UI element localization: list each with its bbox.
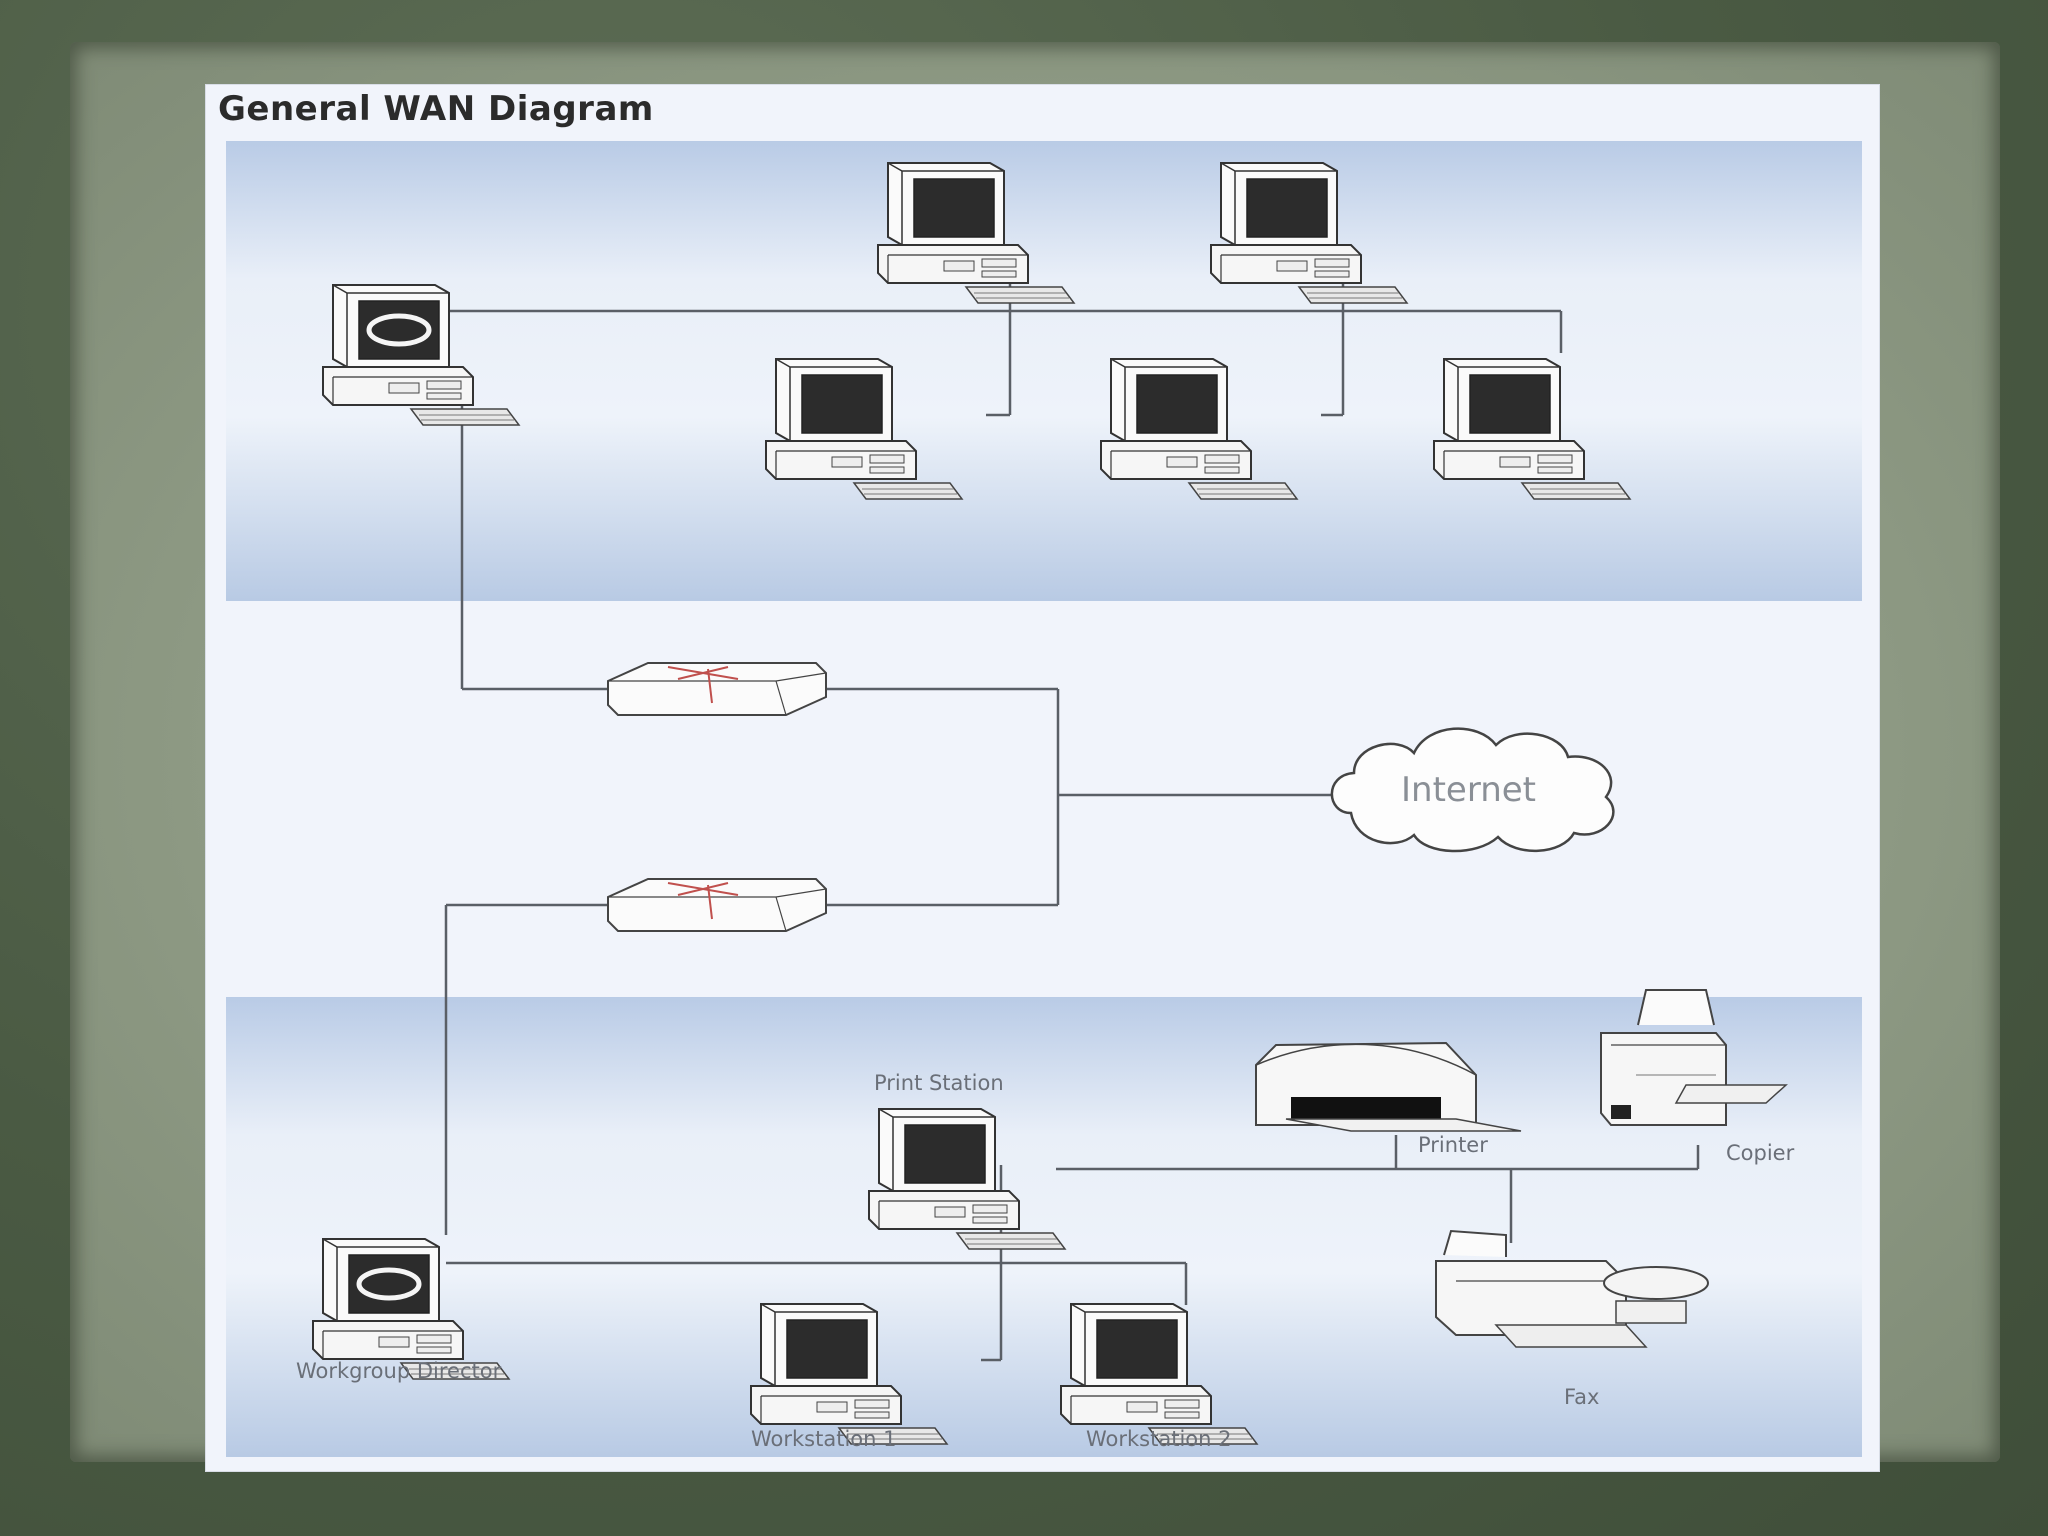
printer-label: Printer [1418, 1133, 1488, 1157]
workstation-1-label: Workstation 1 [751, 1427, 897, 1451]
print-station [868, 1108, 1066, 1250]
diagram-title: General WAN Diagram [218, 89, 654, 129]
internet-label: Internet [1401, 770, 1537, 810]
router-top [607, 662, 827, 716]
workgroup-director [313, 1239, 509, 1379]
copier-icon [1600, 989, 1788, 1126]
top-lan-wires [416, 281, 1563, 691]
wan-diagram: General WAN Diagram [205, 84, 1880, 1472]
wan-wires [444, 687, 1336, 1235]
top-workstation-3 [765, 358, 963, 500]
fax-label: Fax [1564, 1385, 1600, 1409]
fax-icon [1435, 1229, 1709, 1348]
bottom-lan-wires [446, 1135, 1700, 1362]
network-drawing [206, 162, 1788, 1445]
bottom-lan-band [226, 997, 1862, 1457]
top-workstation-5 [1433, 358, 1631, 500]
printer-icon [1255, 1041, 1522, 1132]
top-server [323, 285, 519, 425]
top-workstation-2 [1210, 162, 1408, 304]
copier-label: Copier [1726, 1141, 1795, 1165]
workgroup-director-label: Workgroup Director [296, 1359, 502, 1383]
workstation-2-label: Workstation 2 [1086, 1427, 1232, 1451]
router-bottom [607, 878, 827, 932]
top-workstation-1 [877, 162, 1075, 304]
internet-cloud [1330, 727, 1615, 853]
workstation-2 [1060, 1303, 1258, 1445]
print-station-label: Print Station [874, 1071, 1004, 1095]
top-lan-band [226, 141, 1862, 601]
workstation-1 [750, 1303, 948, 1445]
top-workstation-4 [1100, 358, 1298, 500]
